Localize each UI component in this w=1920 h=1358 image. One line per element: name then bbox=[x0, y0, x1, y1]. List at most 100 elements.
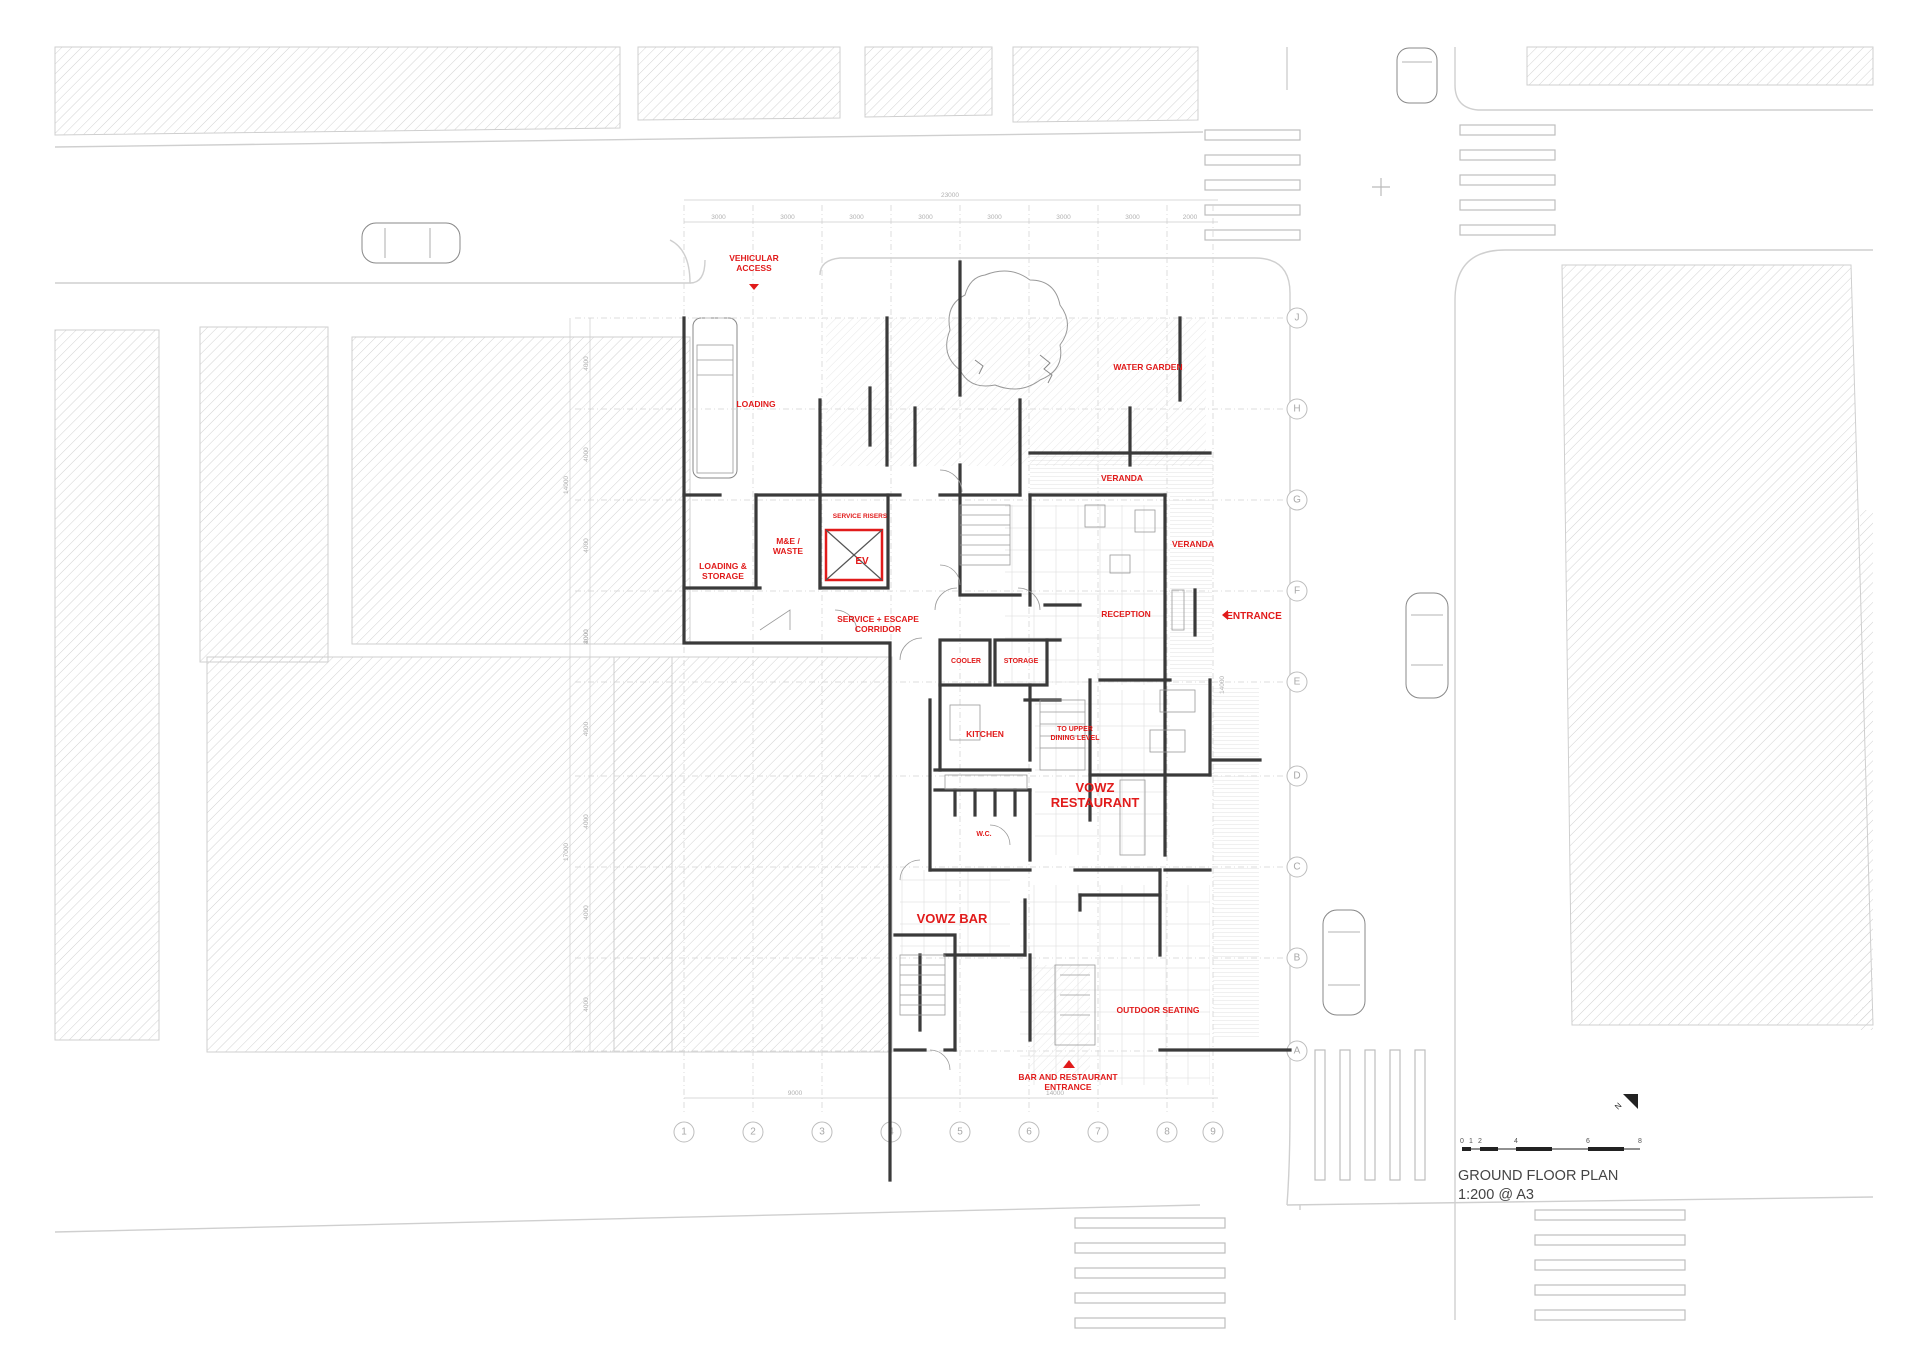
label-restaurant-2: RESTAURANT bbox=[1051, 795, 1140, 810]
car-lower-road-icon bbox=[1322, 909, 1366, 1016]
entrance-arrow-icon bbox=[1222, 610, 1228, 620]
dim-left-lower-total: 17000 bbox=[563, 843, 570, 861]
dim-top-bay: 3000 bbox=[711, 214, 726, 221]
furniture bbox=[944, 504, 1196, 1046]
dim-left-upper: 4000 bbox=[583, 356, 590, 371]
north-arrow-icon: N bbox=[1613, 1094, 1638, 1111]
dim-top-bay: 3000 bbox=[1056, 214, 1071, 221]
grid-bubble-row-G bbox=[1286, 489, 1308, 511]
dim-top-bay: 2000 bbox=[1183, 214, 1198, 221]
grid-bubble-row-F bbox=[1286, 580, 1308, 602]
grid-bubble-col-5 bbox=[949, 1121, 971, 1143]
label-veranda-top: VERANDA bbox=[1101, 473, 1143, 483]
dim-bottom-right: 14000 bbox=[1046, 1090, 1064, 1097]
dim-left-lower: 4000 bbox=[583, 997, 590, 1012]
dim-left-upper: 4000 bbox=[583, 447, 590, 462]
label-water-garden: WATER GARDEN bbox=[1113, 362, 1182, 372]
dim-bottom-left: 9000 bbox=[788, 1090, 803, 1097]
label-cooler: COOLER bbox=[951, 658, 981, 665]
grid-label-row-G: G bbox=[1293, 495, 1301, 506]
scale-tick-label: 4 bbox=[1514, 1138, 1518, 1145]
dim-top-bay: 3000 bbox=[1125, 214, 1140, 221]
label-ev: EV bbox=[855, 556, 869, 567]
crossing-bottom-middle bbox=[1314, 1049, 1426, 1181]
grid-label-col-3: 3 bbox=[819, 1127, 825, 1138]
label-entrance: ENTRANCE bbox=[1226, 611, 1282, 622]
label-me-waste-1: M&E / bbox=[776, 536, 800, 546]
grid-bubble-row-B bbox=[1286, 947, 1308, 969]
roads bbox=[54, 47, 1874, 1320]
dim-left-lower: 4000 bbox=[583, 905, 590, 920]
dim-top-bay: 3000 bbox=[849, 214, 864, 221]
grid-label-row-F: F bbox=[1294, 586, 1300, 597]
tree-icon bbox=[946, 270, 1068, 390]
vehicular-access-arrow-icon bbox=[749, 284, 759, 290]
dim-left-upper: 4000 bbox=[583, 538, 590, 553]
label-service-risers: SERVICE RISERS bbox=[833, 513, 888, 520]
dim-top-bay: 3000 bbox=[918, 214, 933, 221]
dim-top-overall: 23000 bbox=[941, 192, 959, 199]
crossing-top-left bbox=[1204, 129, 1301, 241]
dim-left-upper: 2000 bbox=[583, 629, 590, 644]
label-to-upper-dining-2: DINING LEVEL bbox=[1050, 735, 1100, 742]
grid-label-row-H: H bbox=[1293, 404, 1300, 415]
dim-top-bay: 3000 bbox=[780, 214, 795, 221]
grid-bubble-col-1 bbox=[673, 1121, 695, 1143]
site-surfaces bbox=[826, 318, 1259, 1085]
label-loading: LOADING bbox=[736, 399, 776, 409]
north-label: N bbox=[1613, 1101, 1624, 1112]
grid-label-row-B: B bbox=[1294, 953, 1301, 964]
label-bar-entrance-1: BAR AND RESTAURANT bbox=[1018, 1072, 1118, 1082]
label-vehicular-access-2: ACCESS bbox=[736, 263, 772, 273]
drawing-scale: 1:200 @ A3 bbox=[1458, 1187, 1534, 1203]
dim-left-lower: 4000 bbox=[583, 721, 590, 736]
grid-bubble-col-3 bbox=[811, 1121, 833, 1143]
dimensions: 23000 3000 3000 3000 3000 3000 3000 3000 2000 1… bbox=[563, 192, 1226, 1099]
label-wc: W.C. bbox=[976, 831, 991, 838]
label-to-upper-dining-1: TO UPPER bbox=[1057, 726, 1093, 733]
grid-label-row-D: D bbox=[1293, 771, 1300, 782]
walls bbox=[682, 260, 1292, 1182]
grid-label-row-E: E bbox=[1294, 677, 1301, 688]
label-loading-storage-1: LOADING & bbox=[699, 561, 747, 571]
doors bbox=[759, 469, 1041, 1071]
label-storage: STORAGE bbox=[1004, 658, 1039, 665]
grid-bubble-col-8 bbox=[1156, 1121, 1178, 1143]
stairs bbox=[899, 504, 1086, 1016]
bar-entrance-arrow-icon bbox=[1063, 1060, 1075, 1068]
ev-shaft-outline bbox=[824, 528, 884, 582]
grid-bubble-row-D bbox=[1286, 765, 1308, 787]
grid-label-col-7: 7 bbox=[1095, 1127, 1101, 1138]
label-restaurant-1: VOWZ bbox=[1076, 780, 1115, 795]
grid-label-col-8: 8 bbox=[1164, 1127, 1170, 1138]
grid-label-row-J: J bbox=[1295, 313, 1300, 324]
label-service-corridor-1: SERVICE + ESCAPE bbox=[837, 614, 919, 624]
cars bbox=[361, 47, 1449, 1016]
car-top-right-icon bbox=[1396, 47, 1438, 104]
grid-bubble-col-6 bbox=[1018, 1121, 1040, 1143]
label-vehicular-access-1: VEHICULAR bbox=[729, 253, 779, 263]
grid-bubble-row-J bbox=[1286, 307, 1308, 329]
scale-tick-label: 6 bbox=[1586, 1138, 1590, 1145]
label-bar-entrance-2: ENTRANCE bbox=[1044, 1082, 1092, 1092]
grid-label-row-A: A bbox=[1294, 1046, 1301, 1057]
crossing-top-right bbox=[1459, 124, 1556, 236]
room-labels: VEHICULAR ACCESS LOADING WATER GARDEN VE… bbox=[699, 253, 1282, 1092]
crossing-bottom-left bbox=[1074, 1217, 1226, 1329]
grid-bubble-col-2 bbox=[742, 1121, 764, 1143]
dim-left-lower: 4000 bbox=[583, 814, 590, 829]
scale-tick-label: 8 bbox=[1638, 1138, 1642, 1145]
dim-top-bay: 3000 bbox=[987, 214, 1002, 221]
grid-bubble-row-E bbox=[1286, 671, 1308, 693]
grid-bubble-row-H bbox=[1286, 398, 1308, 420]
context-blocks bbox=[54, 46, 1874, 1053]
scale-tick-label: 2 bbox=[1478, 1138, 1482, 1145]
label-bar: VOWZ BAR bbox=[917, 911, 988, 926]
grid-label-col-5: 5 bbox=[957, 1127, 963, 1138]
grid-label-col-1: 1 bbox=[681, 1127, 687, 1138]
grid-label-col-2: 2 bbox=[750, 1127, 756, 1138]
car-top-left-icon bbox=[361, 222, 461, 264]
